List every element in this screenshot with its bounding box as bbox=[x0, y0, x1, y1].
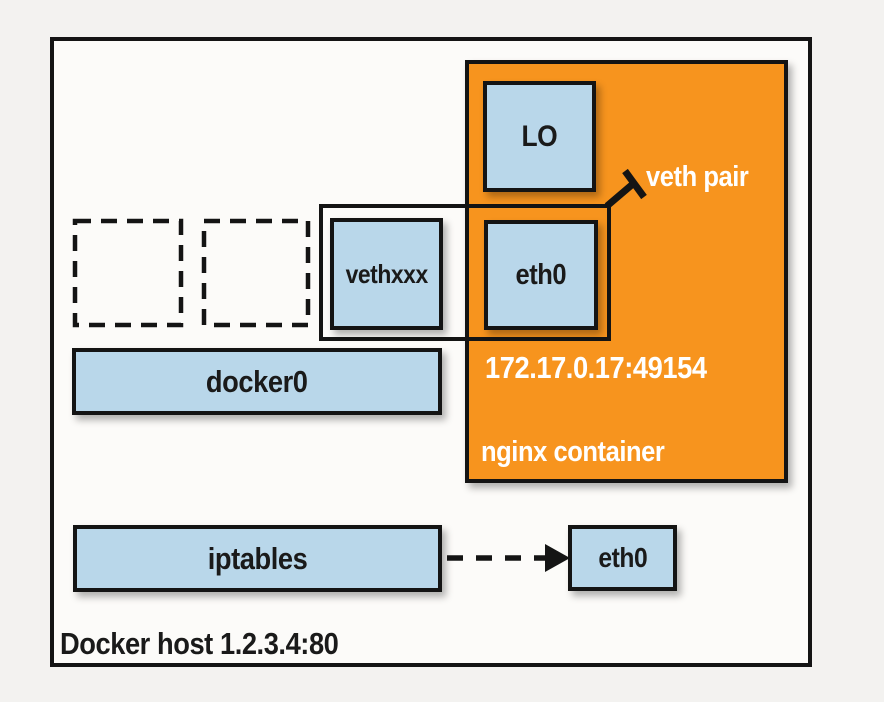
container-lo-box: LO bbox=[483, 81, 596, 192]
docker-host-label: Docker host 1.2.3.4:80 bbox=[60, 626, 339, 661]
veth-pair-annotation-label: veth pair bbox=[646, 161, 749, 193]
host-eth0-box: eth0 bbox=[568, 525, 677, 591]
container-eth0-box: eth0 bbox=[484, 220, 598, 330]
vethxxx-box: vethxxx bbox=[330, 218, 443, 330]
container-name-label: nginx container bbox=[481, 436, 665, 468]
host-eth0-label: eth0 bbox=[598, 542, 647, 573]
veth-pair-group-box bbox=[319, 204, 611, 341]
container-lo-label: LO bbox=[521, 119, 558, 153]
container-endpoint-label: 172.17.0.17:49154 bbox=[485, 350, 707, 385]
iptables-label: iptables bbox=[207, 540, 308, 576]
vethxxx-label: vethxxx bbox=[345, 258, 428, 289]
container-eth0-label: eth0 bbox=[515, 258, 567, 291]
iptables-bar: iptables bbox=[73, 525, 442, 592]
docker0-bridge-bar: docker0 bbox=[72, 348, 442, 415]
docker0-label: docker0 bbox=[206, 363, 308, 399]
